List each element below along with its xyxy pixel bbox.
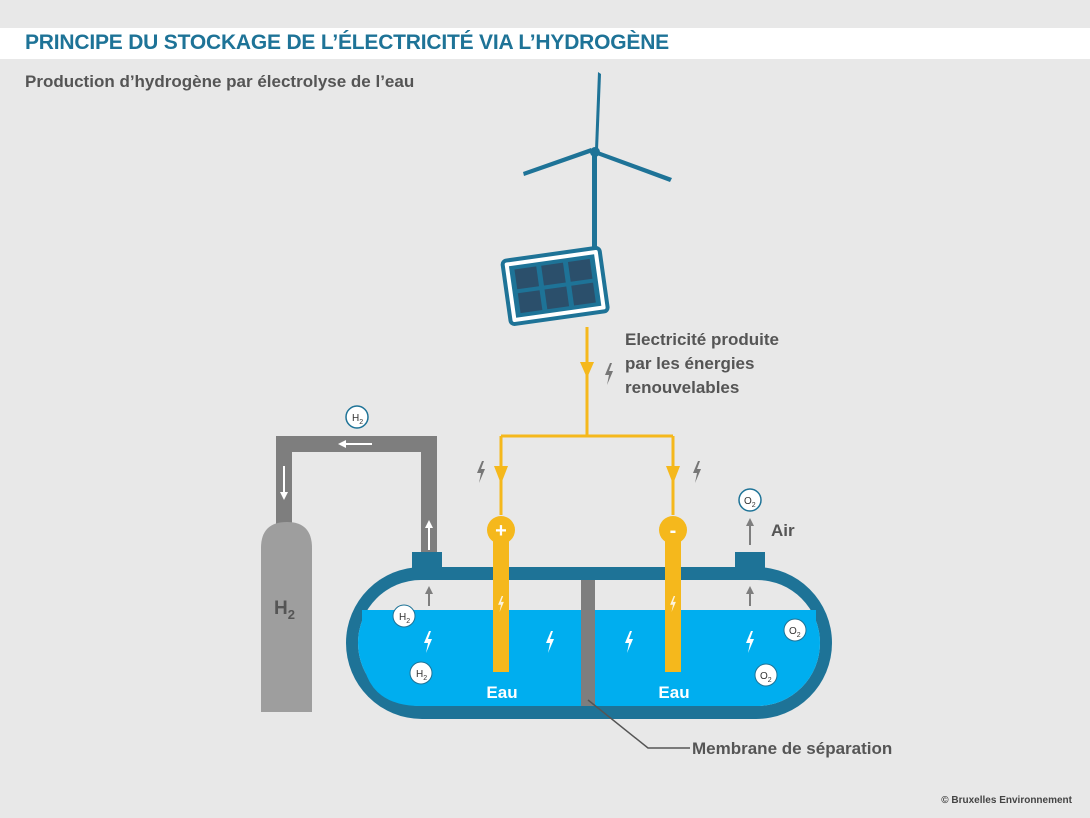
hydrogen-tank: H2 xyxy=(261,522,312,712)
o2-outlet xyxy=(735,552,765,570)
plus-terminal-icon: + xyxy=(487,516,515,544)
electricity-label-2: par les énergies xyxy=(625,354,754,373)
electricity-label-1: Electricité produite xyxy=(625,330,779,349)
membrane-label: Membrane de séparation xyxy=(692,739,892,758)
h2-molecule-icon: H2 xyxy=(392,604,416,628)
h2-outlet xyxy=(412,552,442,570)
water-label-right: Eau xyxy=(658,683,689,702)
gas-rising-arrow-icons xyxy=(425,518,754,606)
svg-text:O2: O2 xyxy=(744,496,756,509)
credit: © Bruxelles Environnement xyxy=(941,795,1072,806)
separation-membrane xyxy=(581,580,595,706)
o2-molecule-icon: O2 xyxy=(754,663,778,687)
water-label-left: Eau xyxy=(486,683,517,702)
svg-text:+: + xyxy=(495,520,507,542)
air-label: Air xyxy=(771,521,795,540)
wind-turbine-icon xyxy=(523,72,672,262)
pipe-arrow-icons xyxy=(280,440,433,550)
o2-molecule-icon: O2 xyxy=(738,488,762,512)
page-subtitle: Production d’hydrogène par électrolyse d… xyxy=(25,72,415,91)
svg-text:H2: H2 xyxy=(416,669,427,682)
electricity-label-3: renouvelables xyxy=(625,378,739,397)
svg-text:H2: H2 xyxy=(274,598,295,622)
page-title: PRINCIPE DU STOCKAGE DE L’ÉLECTRICITÉ VI… xyxy=(25,31,669,54)
h2-molecule-icon: H2 xyxy=(409,661,433,685)
svg-text:O2: O2 xyxy=(789,626,801,639)
solar-panel-icon xyxy=(500,245,610,326)
title-band xyxy=(0,28,1090,59)
svg-text:H2: H2 xyxy=(352,413,363,426)
svg-text:H2: H2 xyxy=(399,612,410,625)
svg-text:-: - xyxy=(670,520,677,542)
minus-terminal-icon: - xyxy=(659,516,687,544)
svg-text:O2: O2 xyxy=(760,671,772,684)
o2-molecule-icon: O2 xyxy=(783,618,807,642)
h2-molecule-icon: H2 xyxy=(345,405,369,429)
tank-label: H xyxy=(274,598,288,619)
membrane-leader-line xyxy=(587,699,690,749)
electric-arrow-icons xyxy=(494,362,680,484)
